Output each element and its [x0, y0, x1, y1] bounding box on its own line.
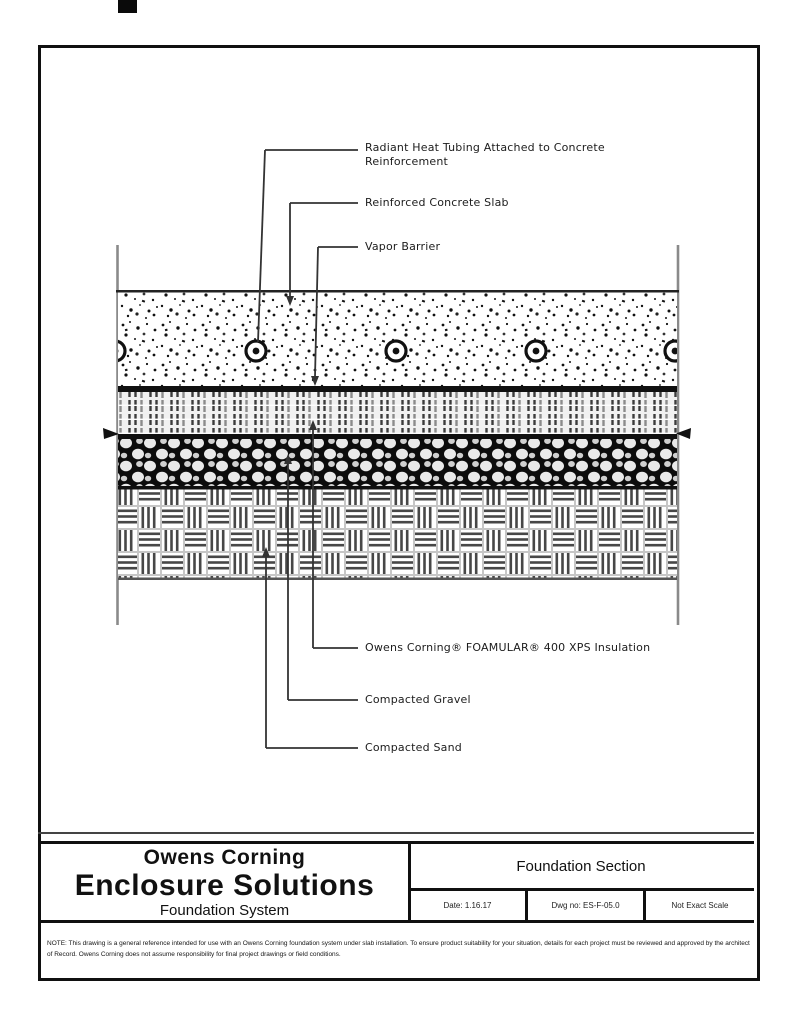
callout-foamular-insulation: Owens Corning® FOAMULAR® 400 XPS Insulat… — [365, 641, 651, 654]
right-extent-arrow — [676, 428, 691, 439]
leader-concrete-slab — [289, 202, 358, 297]
titleblock-right-divider — [408, 888, 754, 891]
layer-vapor-barrier — [118, 386, 677, 392]
date-cell: Date: 1.16.17 — [443, 900, 492, 910]
layer-compacted-sand — [118, 489, 677, 578]
leader-xps-insulation — [312, 429, 358, 649]
drawing-number-cell: Dwg no: ES-F-05.0 — [551, 900, 620, 910]
leader-radiant-heat — [257, 149, 358, 343]
callout-vapor-barrier: Vapor Barrier — [365, 240, 441, 253]
scale-cell: Not Exact Scale — [671, 900, 729, 910]
note-divider — [38, 920, 754, 923]
left-extent-arrow — [103, 428, 119, 439]
leader-compacted-sand — [265, 556, 358, 749]
titleblock-divider-vertical — [408, 841, 411, 922]
callout-compacted-gravel: Compacted Gravel — [365, 693, 471, 706]
titleblock-cell-divider-2 — [643, 888, 646, 922]
titleblock-cell-divider-1 — [525, 888, 528, 922]
system-name: Foundation System — [159, 902, 290, 919]
sheet-border — [38, 45, 760, 981]
brand-name: Enclosure Solutions — [74, 869, 375, 902]
tubing-rebar-symbols — [118, 339, 677, 363]
titleblock-top-rule — [38, 832, 754, 834]
leader-compacted-gravel — [287, 463, 358, 701]
disclaimer-note: NOTE: This drawing is a general referenc… — [47, 940, 750, 958]
sheet-title: Foundation Section — [516, 858, 646, 875]
company-name: Owens Corning — [143, 846, 306, 869]
layer-xps-insulation — [118, 392, 677, 434]
titleblock-company: Owens Corning Enclosure Solutions Founda… — [41, 845, 408, 922]
callout-reinforced-concrete-slab: Reinforced Concrete Slab — [365, 196, 509, 209]
layer-concrete-slab — [118, 292, 677, 386]
scan-artifact — [118, 0, 137, 13]
callout-radiant-heat-tubing: Radiant Heat Tubing Attached to Concrete… — [365, 141, 605, 168]
titleblock-top-border — [38, 841, 754, 844]
leader-vapor-barrier — [314, 246, 358, 378]
callout-compacted-sand: Compacted Sand — [365, 741, 462, 754]
layer-compacted-gravel — [118, 439, 677, 486]
